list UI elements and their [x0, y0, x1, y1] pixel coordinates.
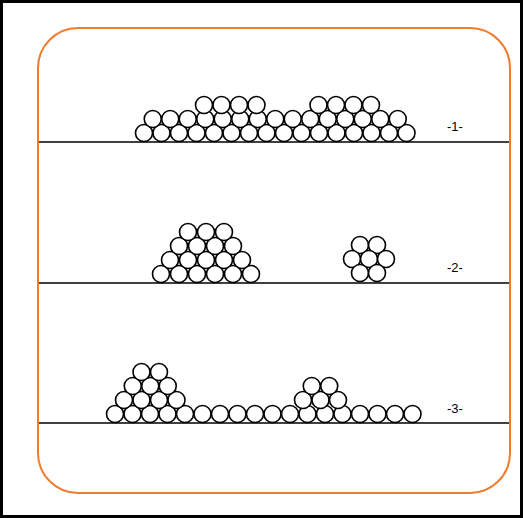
atom-circle: [267, 111, 284, 128]
substrate-line: [39, 282, 509, 284]
rounded-panel: [38, 28, 510, 493]
atom-circle: [310, 97, 327, 114]
atom-circle: [133, 364, 150, 381]
atom-circle: [369, 265, 386, 282]
atom-circle: [328, 97, 345, 114]
atom-circle: [282, 406, 299, 423]
atom-circle: [345, 97, 362, 114]
atom-circle: [151, 364, 168, 381]
atom-circle: [264, 406, 281, 423]
substrate-line: [39, 141, 509, 143]
atom-circle: [389, 111, 406, 128]
atom-circle: [247, 406, 264, 423]
atom-circle: [352, 406, 369, 423]
atom-circle: [198, 224, 215, 241]
row-number: -2-: [447, 261, 463, 274]
atom-circle: [144, 111, 161, 128]
row-number: -3-: [447, 402, 463, 415]
atom-circle: [213, 97, 230, 114]
atom-circle: [162, 111, 179, 128]
atom-circle: [179, 111, 196, 128]
atom-circle: [180, 224, 197, 241]
atom-circle: [404, 406, 421, 423]
atom-circle: [248, 97, 265, 114]
atom-circle: [321, 378, 338, 395]
atom-circle: [231, 97, 248, 114]
atom-circle: [387, 406, 404, 423]
atom-circle: [194, 406, 211, 423]
row-number: -1-: [447, 120, 463, 133]
atom-circle: [212, 406, 229, 423]
atom-circle: [369, 406, 386, 423]
atom-circle: [216, 224, 233, 241]
atom-circle: [363, 97, 380, 114]
atom-circle: [352, 265, 369, 282]
atom-circle: [196, 97, 213, 114]
atom-circle: [229, 406, 246, 423]
atom-circle: [303, 378, 320, 395]
atom-circle: [284, 111, 301, 128]
